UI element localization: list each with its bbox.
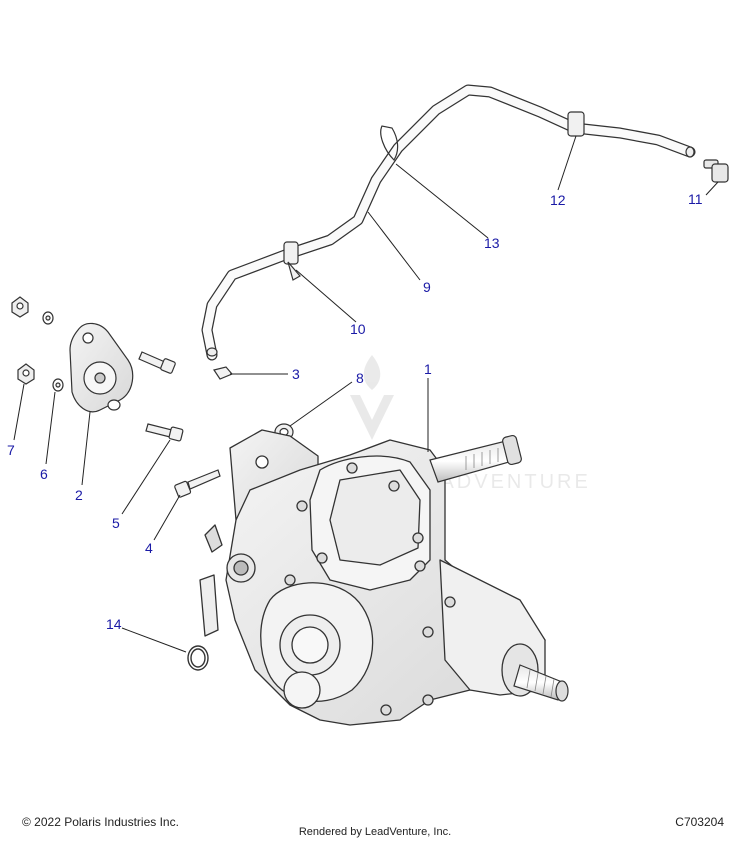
callout-13[interactable]: 13	[484, 235, 500, 251]
hose-clamps	[283, 111, 585, 281]
callout-14[interactable]: 14	[106, 616, 122, 632]
leader-lines	[13, 135, 719, 653]
callout-2[interactable]: 2	[75, 487, 83, 503]
rendered-by-credit: Rendered by LeadVenture, Inc.	[298, 826, 452, 838]
diagram-code: C703204	[675, 815, 724, 829]
callout-5[interactable]: 5	[112, 515, 120, 531]
bolts	[138, 351, 233, 498]
callout-7[interactable]: 7	[7, 442, 15, 458]
input-shaft	[429, 434, 522, 483]
callout-12[interactable]: 12	[550, 192, 566, 208]
callout-3[interactable]: 3	[292, 366, 300, 382]
hose-fitting	[703, 159, 729, 183]
callout-8[interactable]: 8	[356, 370, 364, 386]
callout-1[interactable]: 1	[424, 361, 432, 377]
callout-4[interactable]: 4	[145, 540, 153, 556]
fasteners-left	[11, 296, 64, 392]
callout-9[interactable]: 9	[423, 279, 431, 295]
callout-11[interactable]: 11	[688, 191, 703, 207]
vent-hose	[201, 84, 696, 361]
speed-sensor	[69, 322, 134, 413]
transmission-housing	[199, 429, 546, 726]
o-ring	[187, 645, 209, 671]
copyright-notice: © 2022 Polaris Industries Inc.	[22, 815, 179, 829]
callout-10[interactable]: 10	[350, 321, 366, 337]
callout-labels: 1 2 3 4 5 6 7 8 9 10 11 12 13 14	[7, 191, 703, 632]
callout-6[interactable]: 6	[40, 466, 48, 482]
output-shaft	[513, 664, 569, 702]
